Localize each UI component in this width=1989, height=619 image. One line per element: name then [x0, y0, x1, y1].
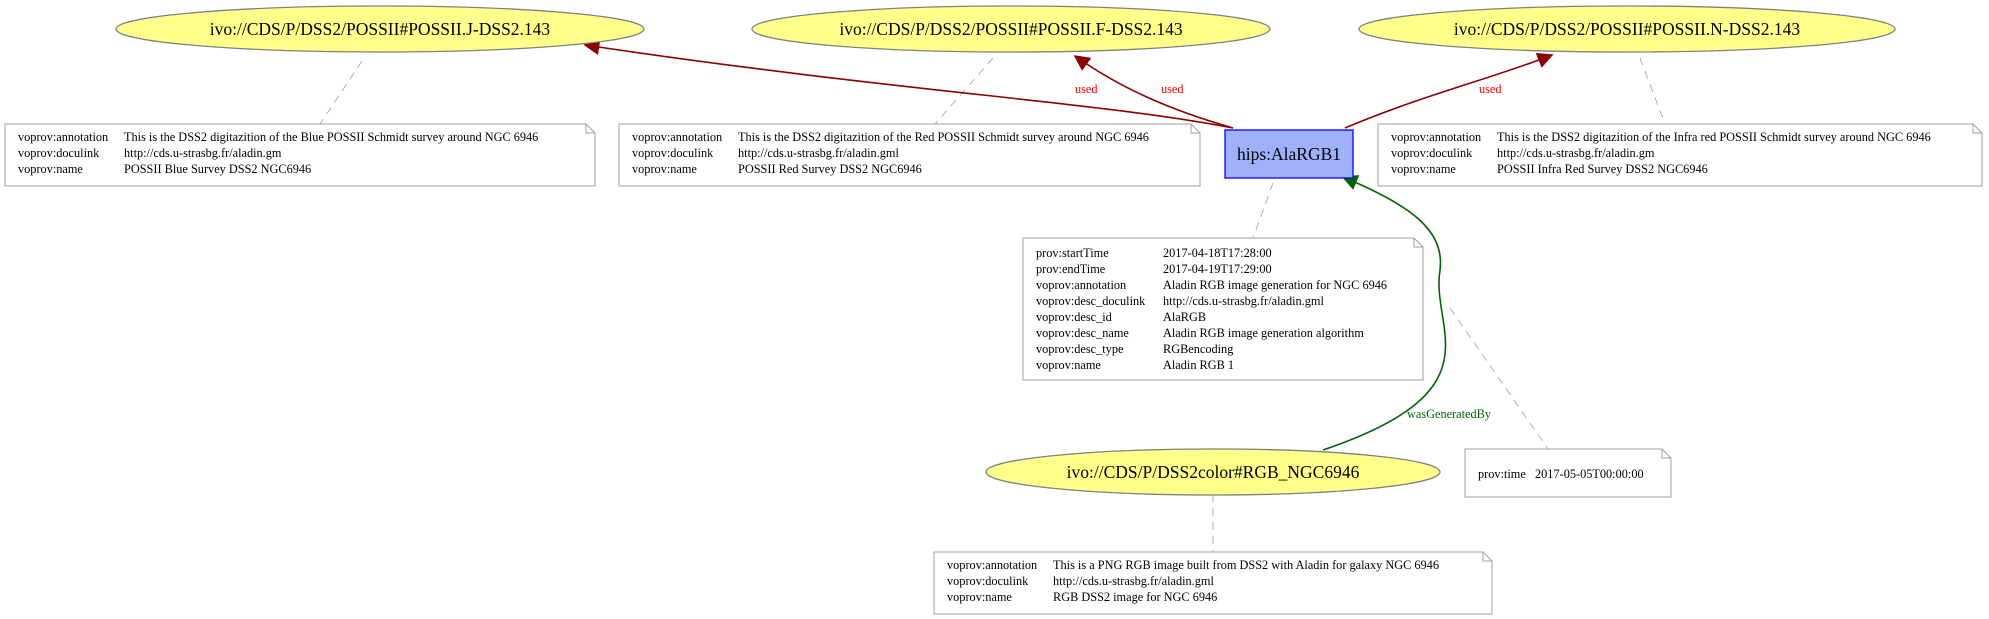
- edges: [583, 39, 1554, 451]
- entity-label-n: ivo://CDS/P/DSS2/POSSII#POSSII.N-DSS2.14…: [1454, 19, 1800, 39]
- used-edge-n: [1344, 52, 1554, 129]
- note-n-val-2: POSSII Infra Red Survey DSS2 NGC6946: [1497, 162, 1708, 176]
- note-n-key-1: voprov:doculink: [1391, 146, 1473, 160]
- note-f: voprov:annotation This is the DSS2 digit…: [618, 123, 1201, 187]
- note-act-key-5: voprov:desc_name: [1036, 326, 1129, 340]
- note-connector-j: [319, 60, 363, 125]
- note-gen-key-0: prov:time: [1478, 467, 1526, 481]
- note-j-key-0: voprov:annotation: [18, 130, 108, 144]
- note-j-key-1: voprov:doculink: [18, 146, 100, 160]
- note-rgb-key-2: voprov:name: [947, 590, 1012, 604]
- note-n-val-0: This is the DSS2 digitazition of the Inf…: [1497, 130, 1931, 144]
- note-f-key-0: voprov:annotation: [632, 130, 722, 144]
- note-connectors: [319, 57, 1666, 552]
- note-f-key-1: voprov:doculink: [632, 146, 714, 160]
- note-f-val-2: POSSII Red Survey DSS2 NGC6946: [738, 162, 922, 176]
- note-act-val-3: http://cds.u-strasbg.fr/aladin.gml: [1163, 294, 1324, 308]
- used-label-j: used: [1075, 82, 1098, 96]
- note-j-val-2: POSSII Blue Survey DSS2 NGC6946: [124, 162, 311, 176]
- note-n: voprov:annotation This is the DSS2 digit…: [1377, 123, 1983, 187]
- activity-label: hips:AlaRGB1: [1237, 144, 1341, 164]
- note-activity: prov:startTime 2017-04-18T17:28:00 prov:…: [1022, 237, 1424, 381]
- note-rgb-key-0: voprov:annotation: [947, 558, 1037, 572]
- entity-label-f: ivo://CDS/P/DSS2/POSSII#POSSII.F-DSS2.14…: [839, 19, 1183, 39]
- note-j-key-2: voprov:name: [18, 162, 83, 176]
- entity-node-j[interactable]: ivo://CDS/P/DSS2/POSSII#POSSII.J-DSS2.14…: [115, 5, 645, 53]
- note-act-val-6: RGBencoding: [1163, 342, 1233, 356]
- note-act-key-7: voprov:name: [1036, 358, 1101, 372]
- note-connector-n: [1639, 57, 1666, 125]
- activity-node[interactable]: hips:AlaRGB1: [1224, 129, 1354, 179]
- note-act-val-0: 2017-04-18T17:28:00: [1163, 246, 1272, 260]
- entity-node-n[interactable]: ivo://CDS/P/DSS2/POSSII#POSSII.N-DSS2.14…: [1358, 5, 1896, 53]
- note-rgb: voprov:annotation This is a PNG RGB imag…: [933, 551, 1493, 615]
- note-act-val-4: AlaRGB: [1163, 310, 1206, 324]
- used-label-n: used: [1479, 82, 1502, 96]
- note-rgb-val-1: http://cds.u-strasbg.fr/aladin.gml: [1053, 574, 1214, 588]
- note-act-val-7: Aladin RGB 1: [1163, 358, 1234, 372]
- note-f-val-0: This is the DSS2 digitazition of the Red…: [738, 130, 1149, 144]
- note-act-key-3: voprov:desc_doculink: [1036, 294, 1146, 308]
- note-act-key-1: prov:endTime: [1036, 262, 1106, 276]
- used-edge-f: [1073, 55, 1234, 129]
- note-act-key-6: voprov:desc_type: [1036, 342, 1124, 356]
- generated-label: wasGeneratedBy: [1407, 407, 1492, 421]
- note-rgb-key-1: voprov:doculink: [947, 574, 1029, 588]
- note-act-val-1: 2017-04-19T17:29:00: [1163, 262, 1272, 276]
- note-act-val-2: Aladin RGB image generation for NGC 6946: [1163, 278, 1387, 292]
- entity-label-j: ivo://CDS/P/DSS2/POSSII#POSSII.J-DSS2.14…: [210, 19, 551, 39]
- note-connector-gen: [1449, 307, 1549, 450]
- note-rgb-val-0: This is a PNG RGB image built from DSS2 …: [1053, 558, 1439, 572]
- note-rgb-val-2: RGB DSS2 image for NGC 6946: [1053, 590, 1217, 604]
- note-j: voprov:annotation This is the DSS2 digit…: [4, 123, 596, 187]
- entity-node-rgb[interactable]: ivo://CDS/P/DSS2color#RGB_NGC6946: [985, 448, 1441, 496]
- note-act-key-4: voprov:desc_id: [1036, 310, 1112, 324]
- note-n-val-1: http://cds.u-strasbg.fr/aladin.gm: [1497, 146, 1655, 160]
- note-connector-f: [934, 57, 994, 125]
- note-n-key-0: voprov:annotation: [1391, 130, 1481, 144]
- note-act-val-5: Aladin RGB image generation algorithm: [1163, 326, 1364, 340]
- note-j-val-0: This is the DSS2 digitazition of the Blu…: [124, 130, 538, 144]
- generated-edge: [1322, 175, 1447, 451]
- used-label-f: used: [1161, 82, 1184, 96]
- note-j-val-1: http://cds.u-strasbg.fr/aladin.gm: [124, 146, 282, 160]
- note-connector-act: [1252, 182, 1274, 239]
- note-f-key-2: voprov:name: [632, 162, 697, 176]
- note-act-key-0: prov:startTime: [1036, 246, 1109, 260]
- note-n-key-2: voprov:name: [1391, 162, 1456, 176]
- note-generation: prov:time 2017-05-05T00:00:00: [1464, 448, 1672, 498]
- note-act-key-2: voprov:annotation: [1036, 278, 1126, 292]
- entity-node-f[interactable]: ivo://CDS/P/DSS2/POSSII#POSSII.F-DSS2.14…: [751, 5, 1271, 53]
- used-edge-j: [583, 39, 1234, 129]
- note-f-val-1: http://cds.u-strasbg.fr/aladin.gml: [738, 146, 899, 160]
- entity-label-rgb: ivo://CDS/P/DSS2color#RGB_NGC6946: [1067, 462, 1360, 482]
- note-gen-val-0: 2017-05-05T00:00:00: [1535, 467, 1644, 481]
